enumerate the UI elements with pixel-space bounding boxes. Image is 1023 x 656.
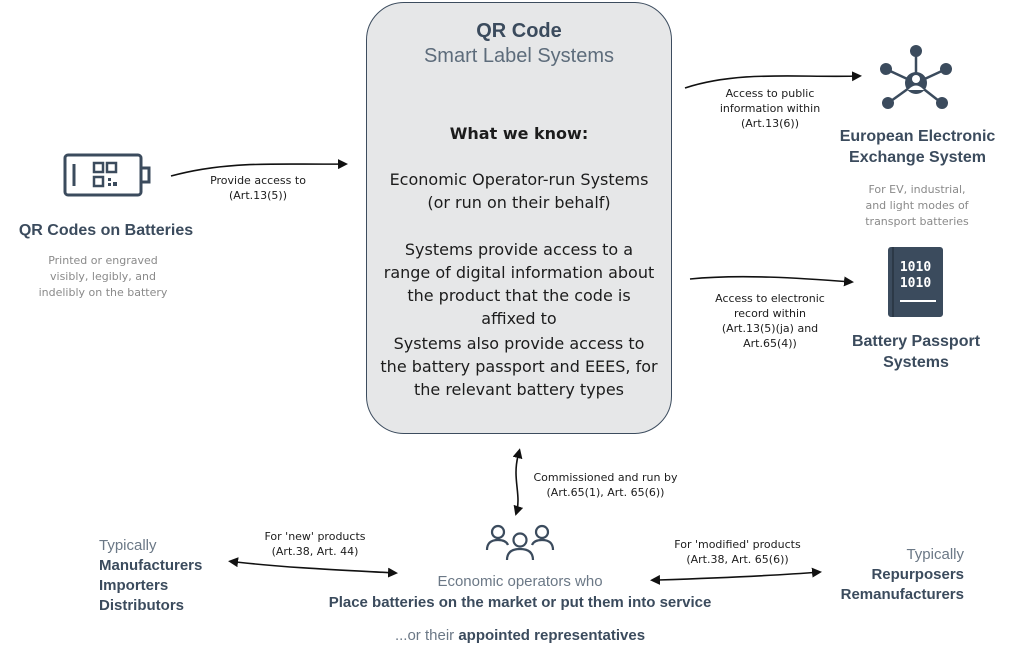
eees-title: European Electronic Exchange System [839, 128, 996, 166]
arrow-to-eees [684, 71, 862, 89]
binary-book-icon: 1010 1010 [888, 247, 943, 317]
know-point-3: Systems also provide access to the batte… [380, 334, 658, 399]
eees-note: For EV, industrial, and light modes of t… [865, 183, 969, 228]
qr-battery-icon [63, 153, 151, 197]
people-group-icon [485, 524, 555, 561]
qr-batteries-title: QR Codes on Batteries [18, 222, 194, 239]
representatives-line: ...or their appointed representatives [330, 627, 710, 644]
rep-bold: appointed representatives [458, 627, 646, 644]
role-repurposers: Repurposers [871, 566, 964, 583]
eees-access-label: Access to public information within (Art… [719, 87, 821, 130]
role-distributors: Distributors [99, 597, 185, 614]
role-remanufacturers: Remanufacturers [840, 586, 964, 603]
modified-products-roles: Typically Repurposers Remanufacturers [808, 545, 964, 605]
operators-line1: Economic operators who [437, 573, 603, 590]
center-subtitle: Smart Label Systems [423, 45, 615, 67]
arrow-to-smart-label [170, 159, 348, 177]
modified-products-label: For 'modified' products (Art.38, Art. 65… [674, 538, 801, 566]
rep-prefix: ...or their [394, 627, 459, 644]
arrow-operators-vertical [512, 448, 524, 516]
what-we-know-heading: What we know: [449, 124, 589, 143]
arrow-modified-products [650, 567, 822, 585]
network-people-icon [880, 45, 952, 109]
role-manufacturers: Manufacturers [99, 557, 203, 574]
role-importers: Importers [99, 577, 169, 594]
qr-batteries-note: Printed or engraved visibly, legibly, an… [38, 254, 168, 299]
binary-line-1: 1010 [899, 260, 932, 275]
new-products-label: For 'new' products (Art.38, Art. 44) [264, 530, 366, 558]
smart-label-systems-box [366, 2, 672, 434]
new-products-roles: Typically Manufacturers Importers Distri… [99, 536, 202, 616]
battery-passport-title: Battery Passport Systems [851, 333, 981, 371]
typically-left: Typically [99, 537, 157, 554]
center-title: QR Code [476, 20, 562, 42]
passport-access-label: Access to electronic record within (Art.… [715, 292, 825, 350]
know-point-1: Economic Operator-run Systems (or run on… [389, 170, 649, 212]
arrow-to-passport [689, 275, 854, 287]
arrow-new-products [228, 557, 398, 578]
operators-line2: Place batteries on the market or put the… [328, 594, 712, 611]
know-point-2: Systems provide access to a range of dig… [383, 240, 655, 328]
binary-line-2: 1010 [899, 276, 932, 291]
typically-right: Typically [906, 546, 964, 563]
commissioned-label: Commissioned and run by (Art.65(1), Art.… [533, 471, 678, 499]
provide-access-label: Provide access to (Art.13(5)) [210, 174, 306, 202]
